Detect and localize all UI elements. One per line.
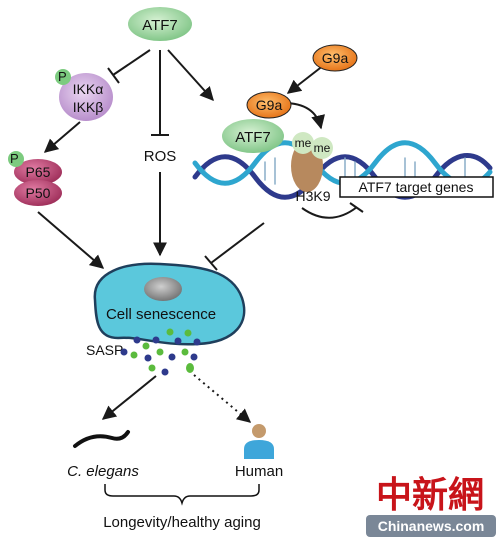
human-figure: Human [235, 424, 283, 480]
chinanews-watermark: 中新網 Chinanews.com [366, 474, 496, 537]
watermark-chinese: 中新網 [376, 474, 484, 516]
nucleus [144, 277, 182, 301]
h3k9-label: H3K9 [295, 188, 330, 204]
atf7-to-g9a-arrow [167, 49, 214, 102]
g9a-bound-label: G9a [256, 97, 283, 113]
atf7-inhibits-cell-tbar [204, 255, 218, 271]
p50-label: P50 [26, 185, 51, 201]
outcome-label: Longevity/healthy aging [103, 514, 261, 531]
human-label: Human [235, 463, 283, 480]
p65-label: P65 [26, 164, 51, 180]
g9a-bound-node: G9a [246, 91, 292, 119]
sasp-to-celegans-arrow [101, 375, 157, 420]
atf7-inhibits-ikk-line [112, 49, 151, 76]
target-genes-label: ATF7 target genes [359, 179, 474, 195]
ros-label: ROS [144, 148, 177, 165]
watermark-english: Chinanews.com [378, 518, 485, 534]
p65-phospho-label: P [10, 151, 19, 166]
target-genes-box: ATF7 target genes [339, 176, 494, 198]
atf7-bound-node: ATF7 [222, 119, 284, 153]
sasp-to-human-dotted-arrow [193, 374, 252, 423]
outcome-brace [104, 484, 260, 506]
methyl-mark-2: me [314, 141, 331, 155]
c-elegans-worm: C. elegans [67, 430, 139, 480]
atf7-top-node: ATF7 [128, 7, 192, 41]
methyl-mark-1: me [295, 136, 312, 150]
cell-senescence-label: Cell senescence [106, 306, 216, 323]
h3k9-inhibits-targets-tbar [349, 202, 364, 213]
g9a-top-label: G9a [322, 50, 349, 66]
sasp-label: SASP [86, 342, 123, 358]
g9a-top-to-bound-arrow [286, 64, 325, 94]
ikk-to-p65-arrow [43, 121, 81, 153]
c-elegans-label: C. elegans [67, 463, 139, 480]
methyl-marks: me me [292, 132, 333, 159]
senescent-cell: Cell senescence [93, 262, 246, 346]
ikk-phospho-label: P [58, 69, 67, 84]
h3k9-inhibits-targets-curve [301, 206, 358, 219]
ikk-complex: P IKKα IKKβ [55, 69, 113, 121]
p65-to-cell-arrow [37, 211, 105, 269]
edges [37, 49, 364, 423]
atf7-bound-label: ATF7 [235, 129, 271, 146]
atf7-inhibits-ikk-tbar [107, 67, 120, 84]
ikk-alpha-label: IKKα [73, 81, 104, 97]
ikk-beta-label: IKKβ [73, 99, 104, 115]
g9a-top-node: G9a [312, 44, 358, 72]
atf7-top-label: ATF7 [142, 17, 178, 34]
sasp-particles [120, 328, 201, 376]
atf7-inhibits-cell-line [210, 222, 265, 264]
nfkb-complex: P P65 P50 [8, 151, 62, 206]
